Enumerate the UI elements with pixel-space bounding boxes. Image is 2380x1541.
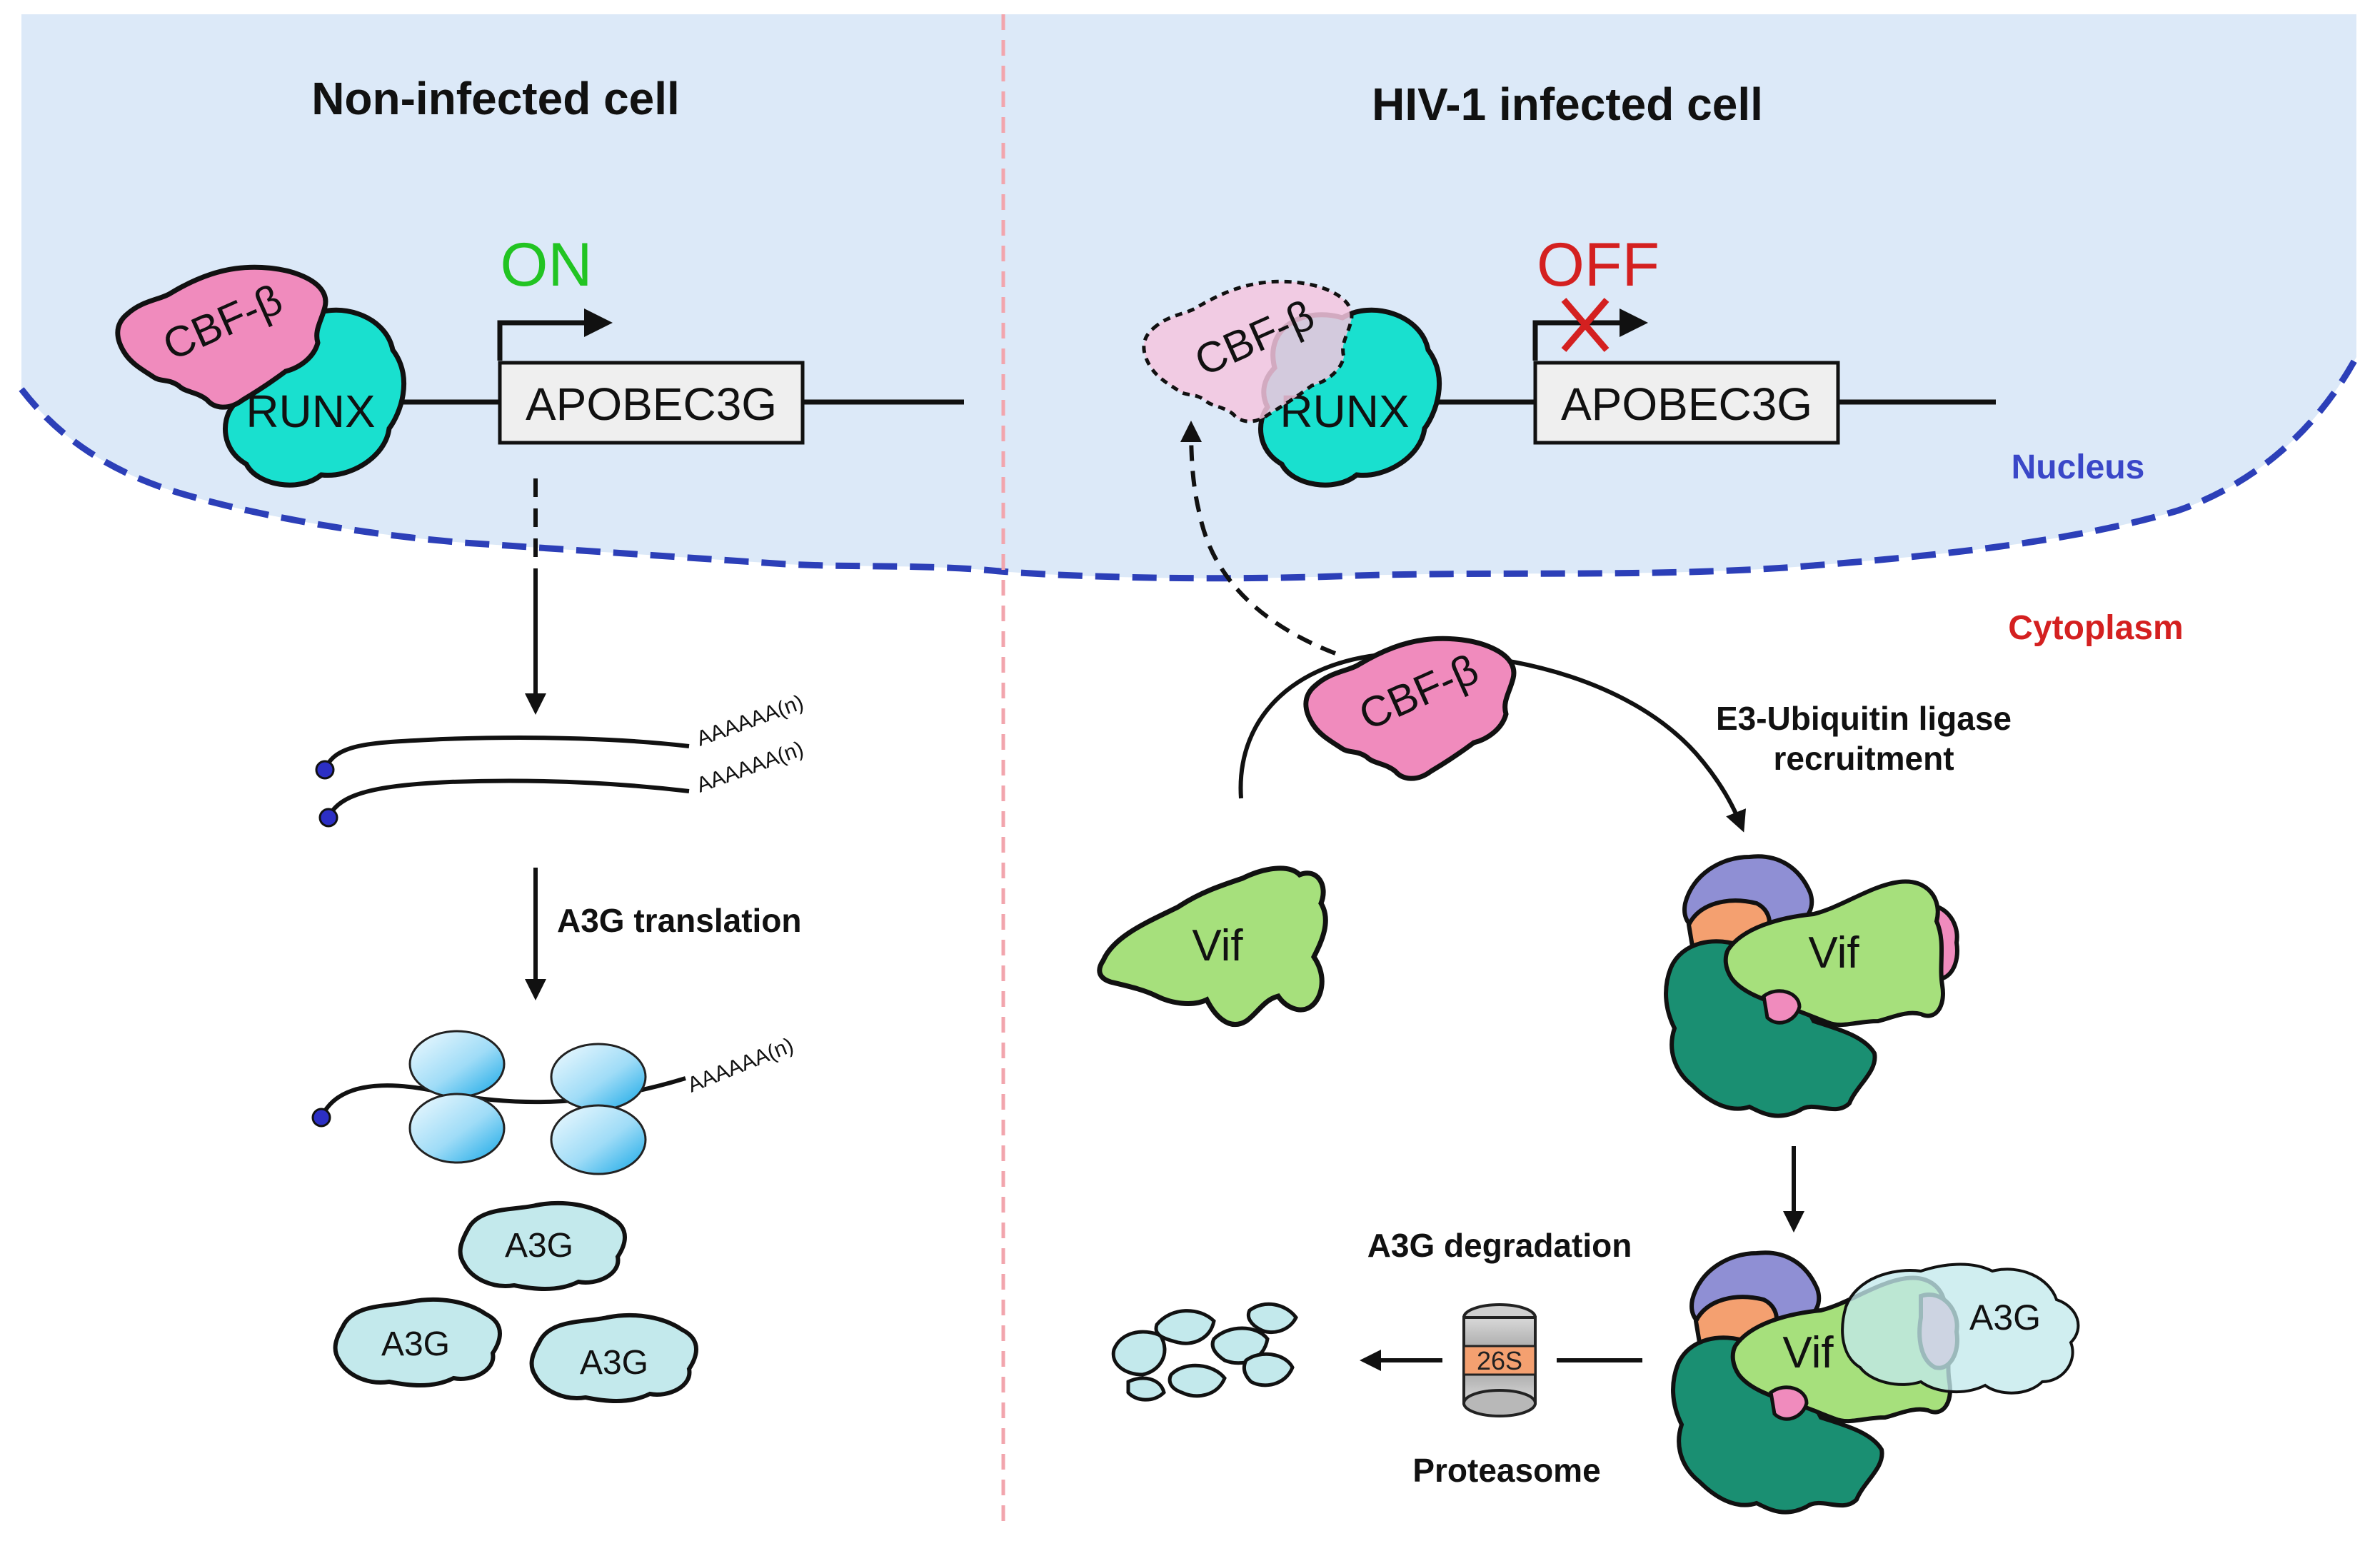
vif-complex-1-label: Vif (1808, 928, 1859, 978)
a3g-protein-3: A3G (529, 1312, 698, 1403)
gene-box-right (1533, 361, 1840, 445)
gene-box-left (498, 361, 805, 445)
tss-arrow-right (1532, 320, 1620, 361)
vif-free-label: Vif (1192, 921, 1243, 970)
tss-arrow-left (497, 320, 584, 361)
degradation-label: A3G degradation (1367, 1227, 1632, 1264)
mrna-cap-1 (315, 760, 335, 780)
a3g-label-2: A3G (381, 1325, 450, 1363)
polya-3: AAAAAA(n) (684, 1033, 797, 1097)
right-panel-title: HIV-1 infected cell (1372, 79, 1763, 130)
vif-complex-2-label: Vif (1782, 1328, 1834, 1377)
cytoplasm-label: Cytoplasm (2008, 609, 2183, 647)
tss-arrowhead-right (1620, 308, 1648, 337)
recruitment-label-line1: E3-Ubiquitin ligase (1716, 700, 2012, 737)
e3-complex-2: Vif A3G (1671, 1250, 2080, 1515)
ribosome-2 (550, 1043, 647, 1175)
vif-free: Vif (1097, 865, 1328, 1028)
cbf-left (115, 264, 328, 410)
e3-complex-1: Vif (1664, 854, 1959, 1118)
a3g-fragments (1111, 1302, 1298, 1402)
proteasome-26s-label: 26S (1477, 1346, 1522, 1375)
runx-left-label: RUNX (246, 386, 375, 437)
mrna-strand-1 (323, 736, 690, 771)
gene-state-off: OFF (1537, 231, 1660, 299)
tss-arrowhead-left (584, 308, 613, 337)
a3g-complex-label: A3G (1969, 1297, 2041, 1337)
a3g-protein-1: A3G (458, 1200, 627, 1291)
blocked-cross (1561, 298, 1610, 352)
left-panel-title: Non-infected cell (311, 73, 680, 124)
gene-state-on: ON (501, 231, 593, 299)
cbf-sequestration-arrow (1180, 421, 1337, 656)
recruitment-label-line2: recruitment (1773, 740, 1954, 777)
proteasome-26s: 26S (1462, 1303, 1537, 1417)
mrna-cap-2 (318, 808, 338, 828)
mrna-strand-2 (326, 778, 690, 819)
a3g-protein-2: A3G (333, 1297, 502, 1387)
cbf-right-dissociated (1142, 279, 1354, 423)
proteasome-label: Proteasome (1412, 1452, 1600, 1489)
a3g-label-1: A3G (505, 1227, 573, 1265)
mrna-cap-3 (311, 1108, 331, 1128)
translation-label: A3G translation (557, 902, 802, 939)
cbf-cytoplasm (1303, 636, 1517, 781)
gene-left-label: APOBEC3G (526, 378, 777, 430)
gene-right-label: APOBEC3G (1561, 378, 1812, 430)
nucleus-label: Nucleus (2012, 448, 2145, 486)
a3g-label-3: A3G (580, 1344, 648, 1382)
ribosome-1 (408, 1030, 506, 1164)
nuclear-envelope (19, 355, 2359, 582)
